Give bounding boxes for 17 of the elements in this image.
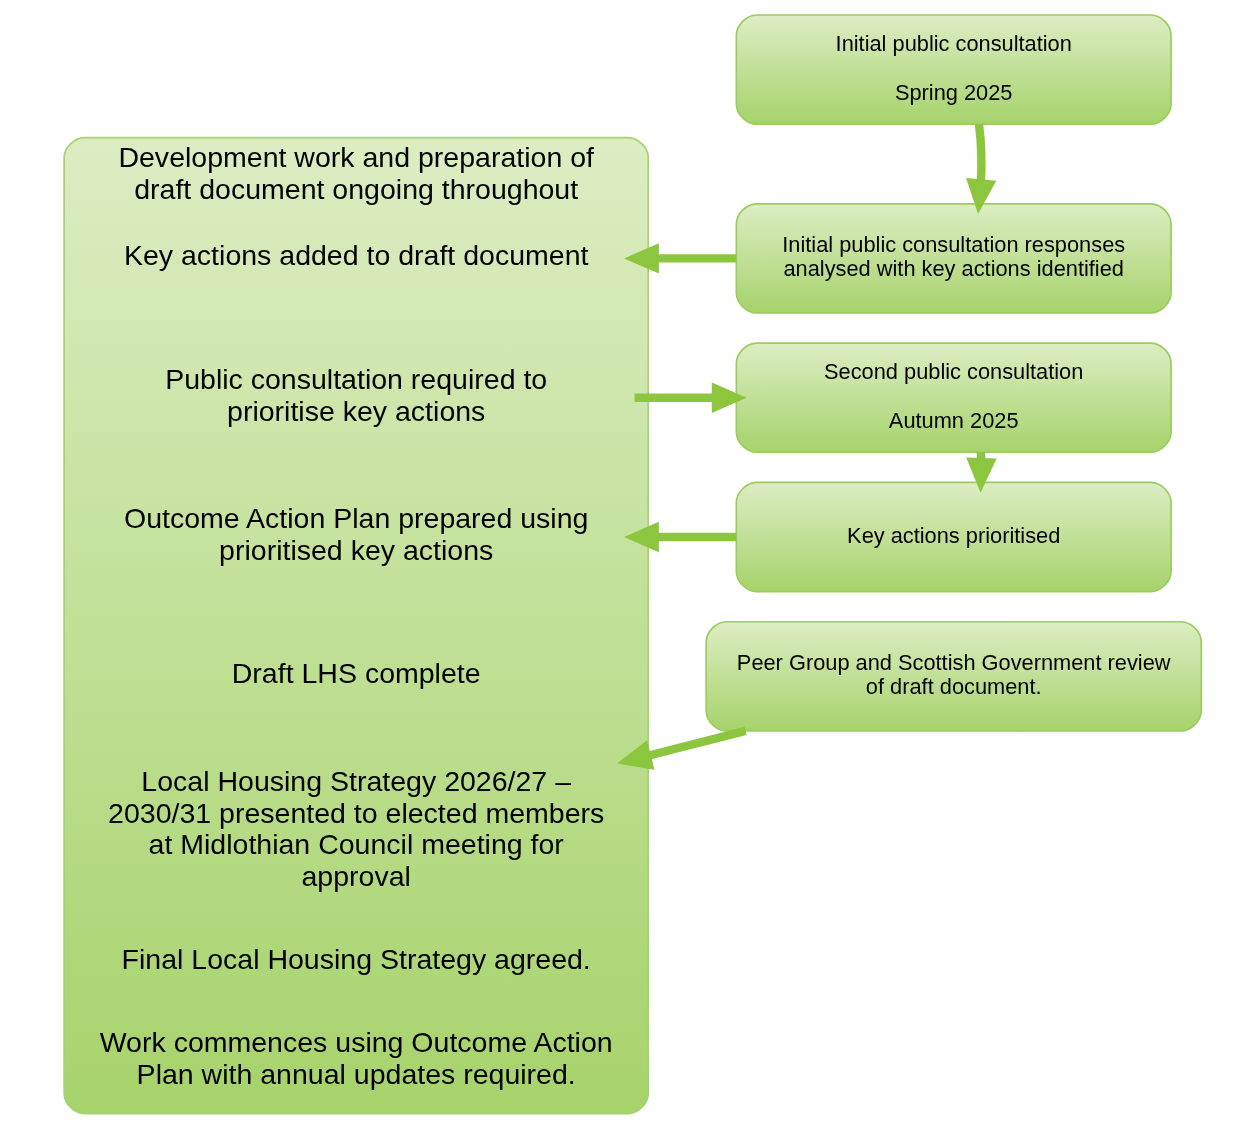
node-text: Outcome Action Plan prepared using prioritised key actions: [123, 501, 588, 566]
arrow: [623, 243, 736, 274]
arrow: [634, 382, 747, 413]
node-text: Draft LHS complete: [231, 657, 481, 690]
node-box: Initial public consultation responses analysed with key actions identified: [735, 203, 1172, 314]
node-text: Work commences using Outcome Action Plan with annual updates required.: [99, 1026, 613, 1091]
node-text: Final Local Housing Strategy agreed.: [121, 943, 591, 976]
arrow: [965, 123, 996, 214]
arrow: [616, 726, 747, 770]
node-box: Peer Group and Scottish Government review of draft document.: [704, 620, 1202, 732]
node-text: Local Housing Strategy 2026/27 – 2030/31 presented to elected members at Midlothian Council meeting for approval: [107, 764, 604, 893]
node-box: Initial public consultation Spring 2025: [735, 14, 1172, 125]
node-box: Key actions prioritised: [735, 481, 1172, 593]
node-box: Second public consultation Autumn 2025: [735, 342, 1172, 454]
node-text: Key actions added to draft document: [123, 239, 588, 272]
node-text: Public consultation required to prioritise key actions: [164, 362, 547, 427]
arrow: [623, 521, 736, 553]
